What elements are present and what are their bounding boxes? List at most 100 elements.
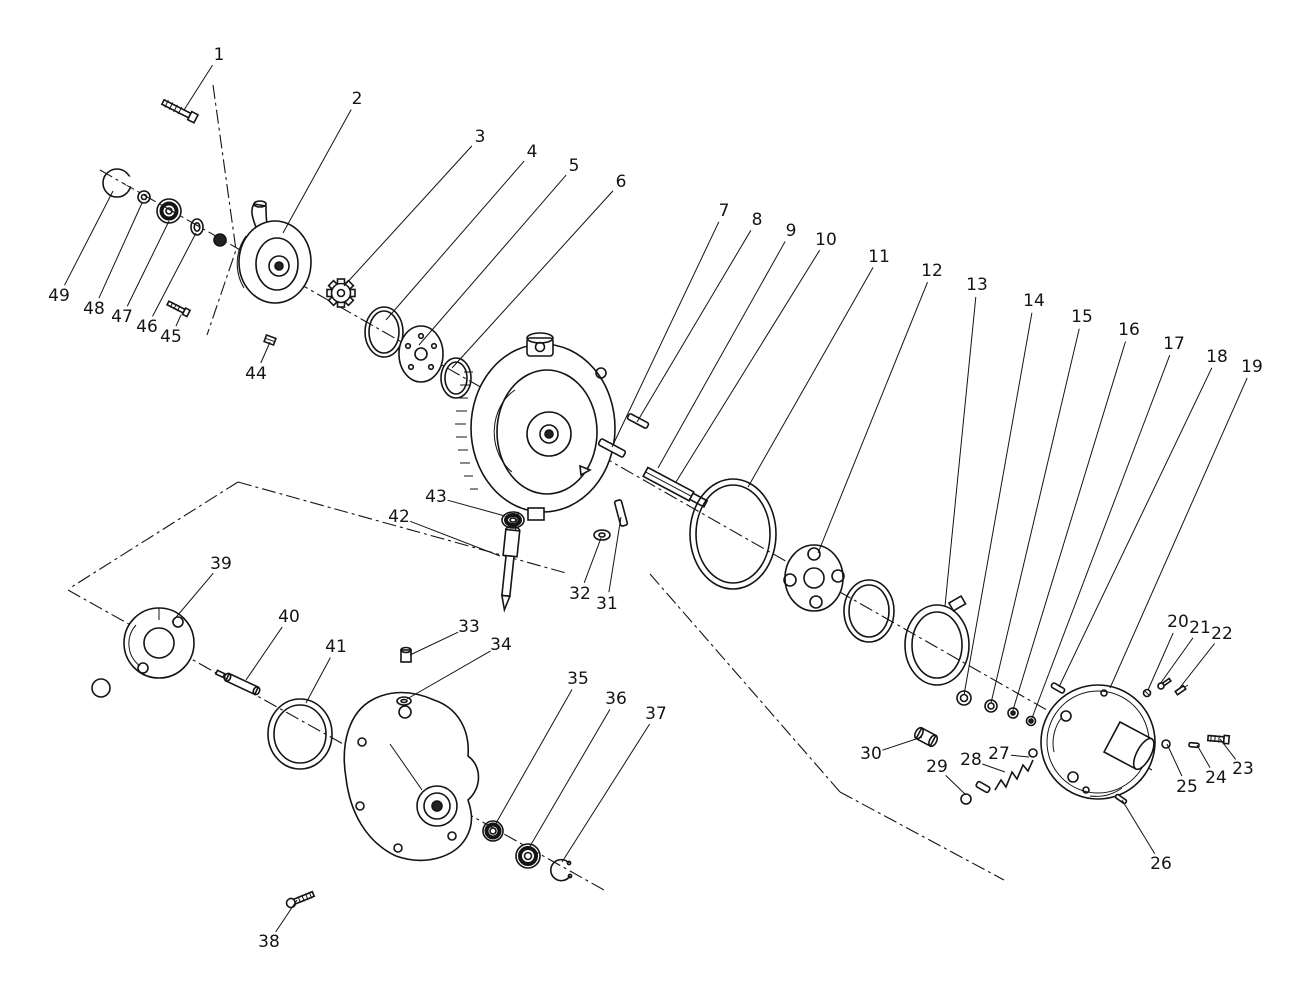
screw-part-20 bbox=[1142, 688, 1152, 698]
bushing-part-43 bbox=[501, 511, 525, 529]
leader-line-39 bbox=[171, 572, 214, 623]
callout-number-21: 21 bbox=[1189, 618, 1211, 638]
leader-line-40 bbox=[245, 626, 283, 681]
callout-number-13: 13 bbox=[966, 275, 988, 295]
callout-number-22: 22 bbox=[1211, 624, 1233, 644]
leader-line-27 bbox=[1010, 754, 1030, 758]
callout-number-33: 33 bbox=[458, 617, 480, 637]
pin-part-31 bbox=[613, 499, 629, 527]
plug-part-29 bbox=[960, 793, 972, 805]
callout-number-47: 47 bbox=[111, 307, 133, 327]
leader-line-47 bbox=[126, 220, 170, 307]
leader-line-12 bbox=[817, 281, 928, 554]
leader-line-35 bbox=[494, 689, 573, 826]
leader-line-23 bbox=[1219, 738, 1237, 760]
leader-line-46 bbox=[152, 232, 197, 317]
callout-number-42: 42 bbox=[388, 507, 410, 527]
washer-part-17 bbox=[1025, 715, 1037, 727]
callout-number-11: 11 bbox=[868, 247, 890, 267]
leader-line-29 bbox=[945, 774, 967, 796]
leader-line-25 bbox=[1166, 743, 1183, 777]
clamp-band-part-13 bbox=[904, 594, 970, 686]
leader-line-15 bbox=[990, 328, 1080, 704]
leader-line-44 bbox=[260, 341, 271, 364]
callout-number-2: 2 bbox=[352, 89, 363, 109]
callout-number-3: 3 bbox=[475, 127, 486, 147]
cone-part-9 bbox=[579, 464, 592, 477]
leader-line-9 bbox=[657, 241, 786, 469]
ring-part-46 bbox=[190, 218, 204, 236]
cover-plate-part bbox=[343, 691, 480, 862]
callout-number-15: 15 bbox=[1071, 307, 1093, 327]
callout-number-44: 44 bbox=[245, 364, 267, 384]
seal-ring-part-6 bbox=[440, 357, 472, 399]
leader-line-20 bbox=[1147, 632, 1174, 691]
callout-number-49: 49 bbox=[48, 286, 70, 306]
callout-number-6: 6 bbox=[616, 172, 627, 192]
screw-part-23 bbox=[1206, 734, 1231, 745]
cap-screw-part-38 bbox=[285, 890, 316, 909]
leader-line-28 bbox=[982, 763, 1006, 773]
spring-part-28 bbox=[994, 759, 1034, 791]
washer-part-48 bbox=[137, 190, 151, 204]
leader-line-3 bbox=[343, 145, 473, 287]
leader-line-1 bbox=[183, 64, 213, 111]
leader-line-21 bbox=[1159, 637, 1194, 685]
callout-number-1: 1 bbox=[214, 45, 225, 65]
leader-line-45 bbox=[175, 314, 182, 327]
plate-disc-part-5 bbox=[398, 325, 444, 383]
ball-part bbox=[91, 678, 111, 698]
callout-number-16: 16 bbox=[1118, 320, 1140, 340]
callout-number-46: 46 bbox=[136, 317, 158, 337]
leader-line-18 bbox=[1058, 367, 1213, 688]
callout-number-28: 28 bbox=[960, 750, 982, 770]
callout-number-14: 14 bbox=[1023, 291, 1045, 311]
plug-part-33 bbox=[400, 646, 412, 663]
leader-line-5 bbox=[418, 174, 567, 346]
leader-line-19 bbox=[1109, 377, 1248, 689]
pin-part-29b bbox=[975, 780, 991, 794]
screw-part-21 bbox=[1157, 677, 1172, 690]
ring-part-13a bbox=[843, 579, 895, 643]
leader-line-37 bbox=[561, 723, 650, 863]
callout-number-48: 48 bbox=[83, 299, 105, 319]
callout-number-24: 24 bbox=[1205, 768, 1227, 788]
pin-part-26 bbox=[1114, 793, 1128, 805]
set-screw-part-45 bbox=[166, 300, 192, 318]
callout-number-41: 41 bbox=[325, 637, 347, 657]
retaining-ring-part-49 bbox=[102, 168, 136, 198]
callout-number-23: 23 bbox=[1232, 759, 1254, 779]
callout-number-35: 35 bbox=[567, 669, 589, 689]
leader-line-10 bbox=[675, 249, 821, 483]
leader-line-26 bbox=[1121, 799, 1156, 855]
washer-part-32 bbox=[593, 529, 611, 541]
leader-line-34 bbox=[406, 650, 491, 700]
callout-number-26: 26 bbox=[1150, 854, 1172, 874]
leader-line-4 bbox=[385, 160, 525, 321]
o-ring-part-11 bbox=[689, 478, 777, 590]
callout-number-4: 4 bbox=[527, 142, 538, 162]
bearing-housing-part-2 bbox=[236, 200, 312, 304]
callout-number-9: 9 bbox=[786, 221, 797, 241]
leader-line-7 bbox=[611, 221, 720, 448]
snap-ring-part-37 bbox=[550, 858, 573, 882]
leader-line-16 bbox=[1012, 341, 1126, 711]
leader-line-30 bbox=[882, 736, 923, 751]
callout-number-32: 32 bbox=[569, 584, 591, 604]
centerlines bbox=[67, 84, 1153, 891]
callout-number-10: 10 bbox=[815, 230, 837, 250]
leader-line-8 bbox=[636, 230, 752, 423]
washer-part-25 bbox=[1161, 739, 1171, 749]
cap-screw-part-1 bbox=[160, 98, 200, 124]
callout-number-8: 8 bbox=[752, 210, 763, 230]
callout-number-25: 25 bbox=[1176, 777, 1198, 797]
bearing-part-47 bbox=[156, 198, 182, 224]
bushing-part-16 bbox=[1007, 707, 1019, 719]
pin-part-40 bbox=[214, 669, 261, 696]
leader-line-41 bbox=[305, 657, 331, 704]
shaft-part-42 bbox=[500, 525, 521, 613]
leader-line-42 bbox=[410, 520, 501, 557]
